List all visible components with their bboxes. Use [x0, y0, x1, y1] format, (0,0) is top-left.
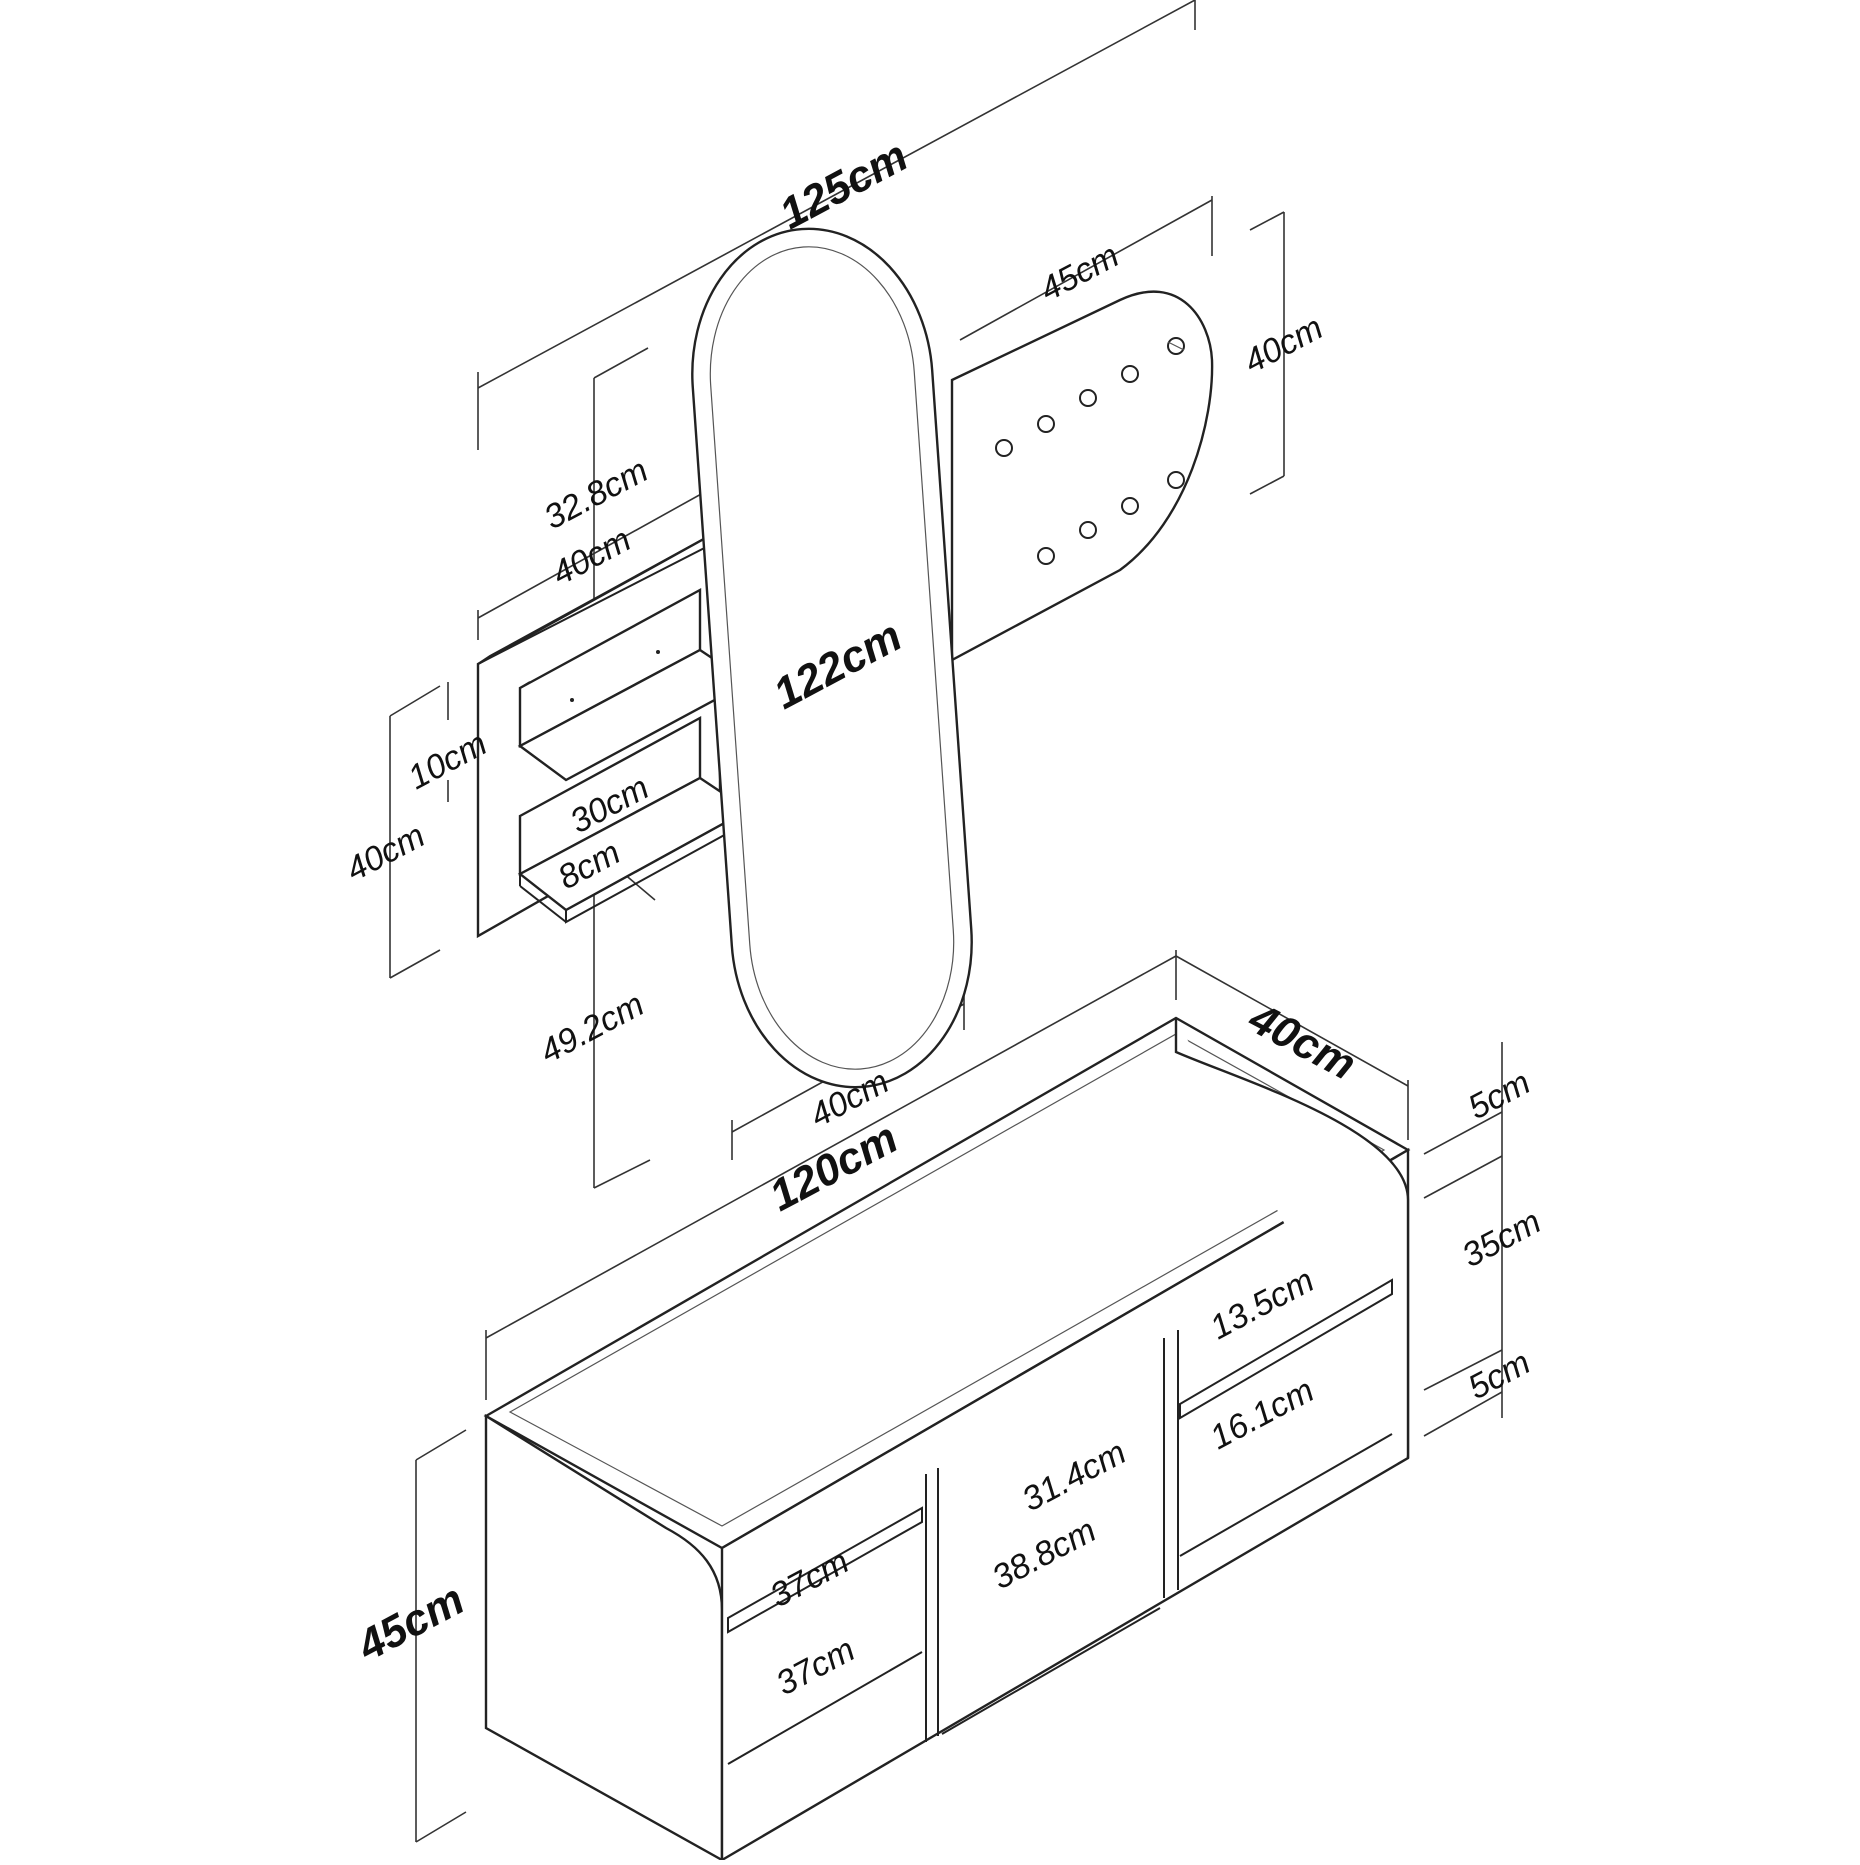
overall-width-label: 125cm — [772, 131, 916, 239]
top-thickness-label: 5cm — [1462, 1063, 1537, 1127]
wall-shelf-unit — [476, 527, 751, 939]
bench-height-label: 45cm — [349, 1575, 472, 1672]
panel-top-gap-label: 32.8cm — [538, 451, 654, 537]
hook-panel-width-label: 45cm — [1034, 236, 1125, 309]
storage-bench — [483, 1016, 1411, 1863]
panel-bottom-gap-label: 49.2cm — [534, 985, 650, 1071]
shelf-panel-height-label: 40cm — [340, 816, 431, 889]
mirror — [691, 227, 973, 1089]
base-thickness-label: 5cm — [1462, 1343, 1537, 1407]
hook-panel — [950, 290, 1214, 663]
coat-hooks — [995, 337, 1185, 565]
